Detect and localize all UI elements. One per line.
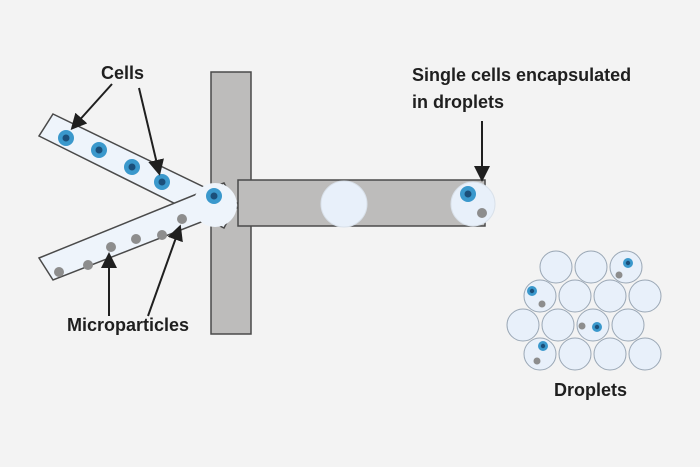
cell-icon: [58, 130, 74, 146]
droplet: [541, 308, 575, 342]
arrow-icon: [70, 83, 113, 130]
microparticle-icon: [131, 234, 141, 244]
microparticle-icon: [615, 271, 623, 279]
microparticle-icon: [83, 260, 93, 270]
droplet: [593, 279, 627, 313]
droplet: [628, 279, 662, 313]
microparticle-inlet-channel: [37, 182, 239, 281]
microparticle-icon: [533, 357, 541, 365]
droplet: [574, 250, 608, 284]
cell-icon: [154, 174, 170, 190]
single-cells-label-line-2: in droplets: [412, 92, 505, 112]
arrow-icon: [147, 224, 183, 317]
droplets-label: Droplets: [554, 380, 628, 400]
droplet: [558, 279, 592, 313]
single-cells-label: Single cells encapsulated in droplets: [412, 62, 631, 116]
cells-label: Cells: [101, 63, 145, 83]
droplet: [539, 250, 573, 284]
droplet: [593, 337, 627, 371]
cell-icon: [538, 341, 548, 351]
microparticle-icon: [157, 230, 167, 240]
cell-icon: [91, 142, 107, 158]
cell-icon: [623, 258, 633, 268]
arrow-icon: [138, 87, 164, 176]
microparticle-icon: [106, 242, 116, 252]
microparticles-label: Microparticles: [67, 315, 190, 335]
cell-icon: [527, 286, 537, 296]
microparticle-icon: [578, 322, 586, 330]
microparticle-icon: [54, 267, 64, 277]
cell-icon: [460, 186, 476, 202]
microparticle-icon: [177, 214, 187, 224]
single-cells-label-line-1: Single cells encapsulated: [412, 65, 632, 85]
microparticle-icon: [538, 300, 546, 308]
droplet: [558, 337, 592, 371]
droplet: [628, 337, 662, 371]
cell-icon: [124, 159, 140, 175]
droplet: [506, 308, 540, 342]
droplet: [523, 279, 557, 313]
cell-icon: [206, 188, 222, 204]
cell-icon: [592, 322, 602, 332]
junction-droplet: [193, 183, 237, 227]
microparticle-icon: [477, 208, 487, 218]
droplet: [611, 308, 645, 342]
empty-droplet: [320, 180, 368, 228]
droplet-cluster: [506, 250, 662, 371]
